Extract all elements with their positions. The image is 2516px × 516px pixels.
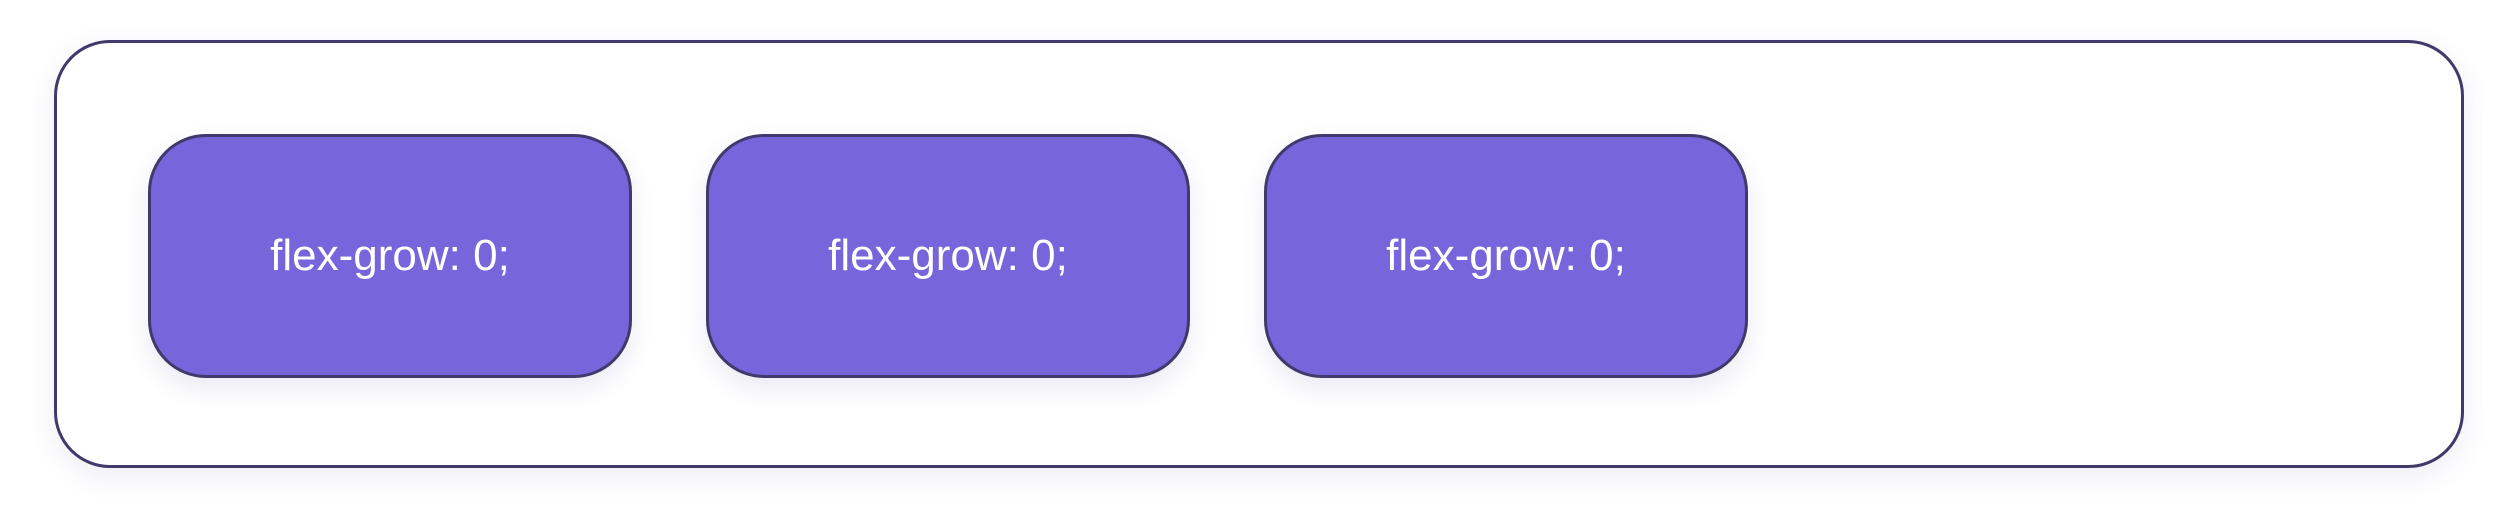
flex-item-3: flex-grow: 0; <box>1264 134 1748 378</box>
flex-item-2: flex-grow: 0; <box>706 134 1190 378</box>
flex-item-label: flex-grow: 0; <box>270 231 510 280</box>
flex-item-1: flex-grow: 0; <box>148 134 632 378</box>
flex-item-label: flex-grow: 0; <box>828 231 1068 280</box>
flex-container: flex-grow: 0; flex-grow: 0; flex-grow: 0… <box>54 40 2464 468</box>
flex-item-label: flex-grow: 0; <box>1386 231 1626 280</box>
